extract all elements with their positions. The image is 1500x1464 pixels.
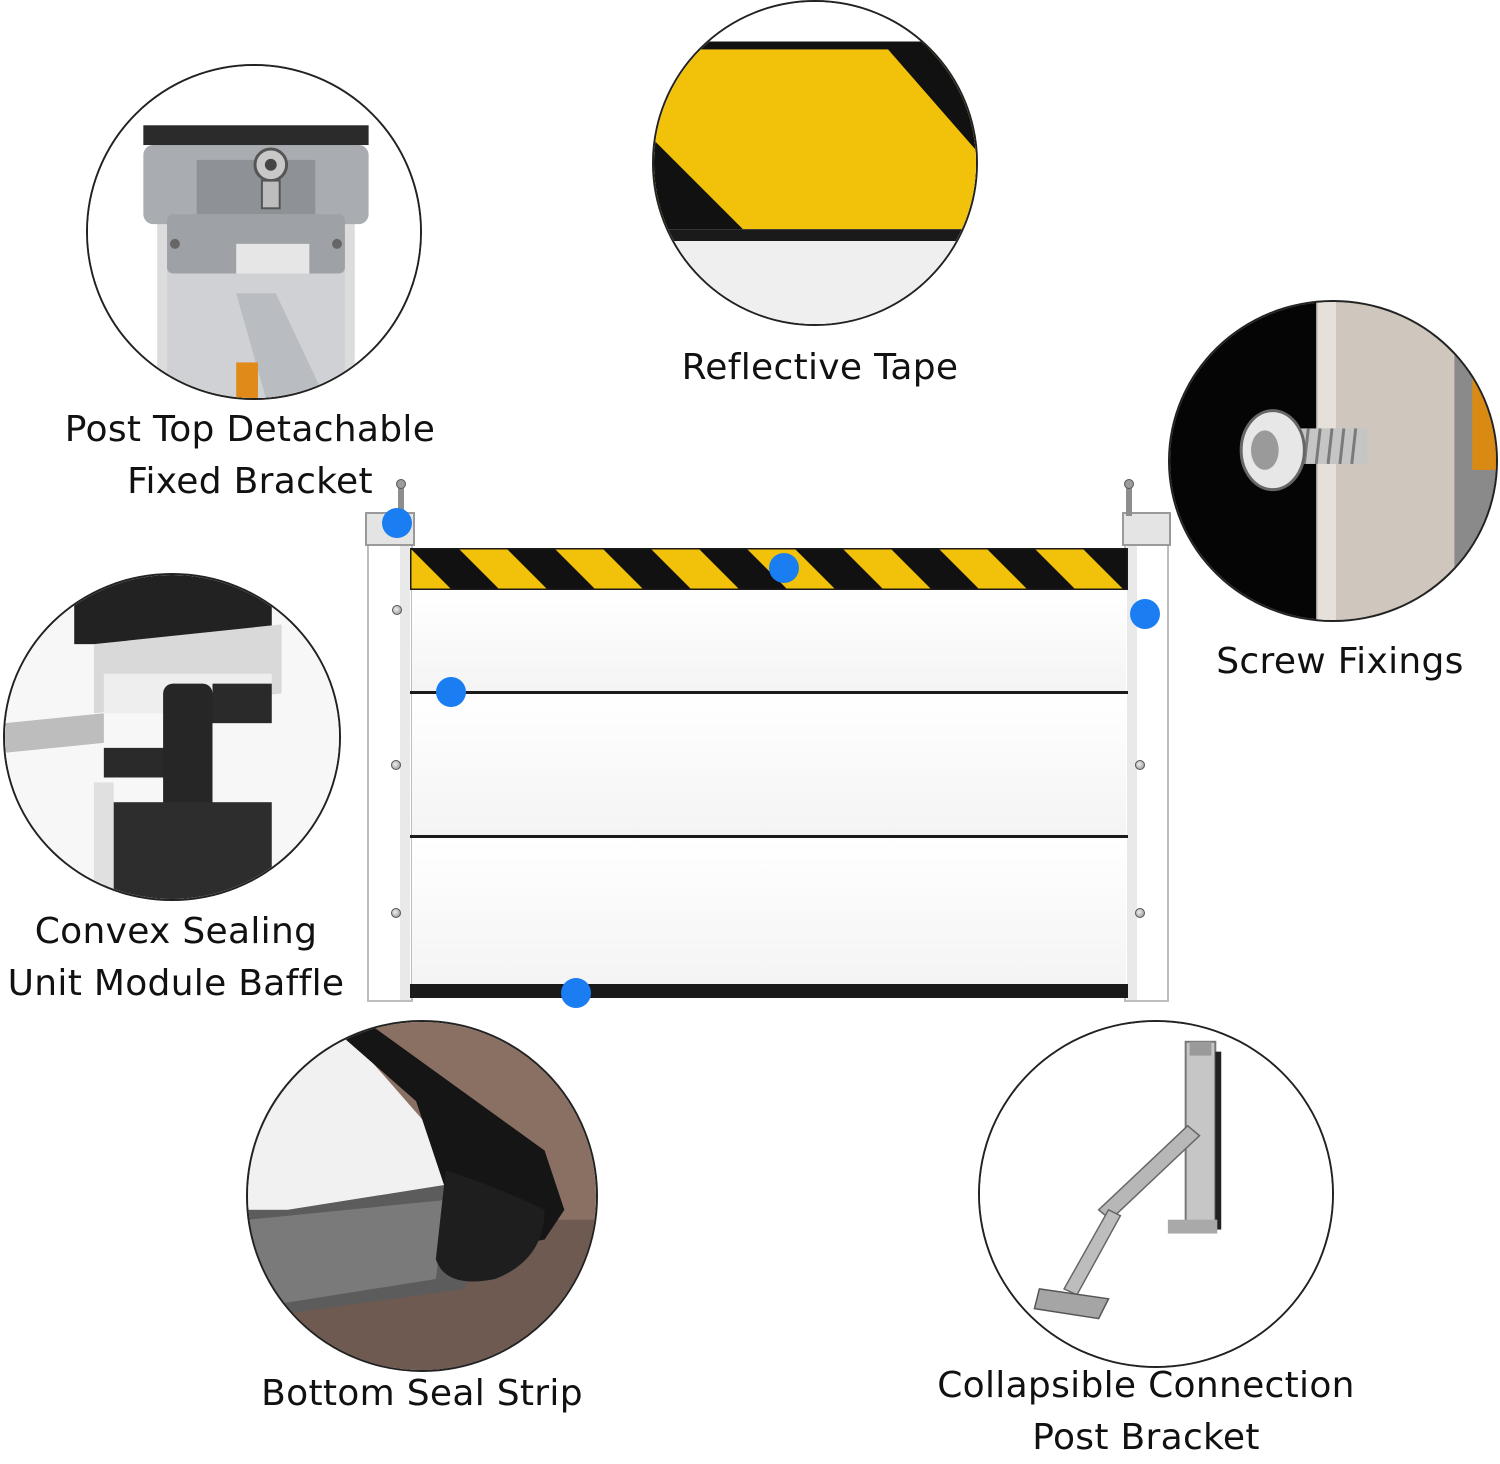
post-bracket-detail-icon [86, 64, 422, 400]
right-pin-head [1124, 479, 1134, 489]
marker-dot-screw [1130, 599, 1160, 629]
marker-dot-convex-seal [436, 677, 466, 707]
bottom-seal-detail-icon [246, 1020, 598, 1372]
panel-seam-1 [410, 691, 1128, 694]
screw-left-1 [392, 605, 402, 615]
convex-sealing-line2: Unit Module Baffle [7, 963, 345, 1004]
reflective-tape-line1: Reflective Tape [681, 347, 959, 388]
bottom-seal-band [410, 984, 1128, 998]
post-top-bracket-label: Post Top Detachable Fixed Bracket [40, 404, 460, 508]
screw-left-2 [391, 760, 401, 770]
marker-dot-bottom-seal [561, 978, 591, 1008]
screw-fixings-label: Screw Fixings [1150, 636, 1500, 688]
left-post-channel [400, 545, 410, 1000]
collapsible-bracket-line2: Post Bracket [1032, 1417, 1260, 1458]
screw-left-3 [391, 908, 401, 918]
bottom-seal-line1: Bottom Seal Strip [261, 1373, 583, 1414]
post-top-bracket-line1: Post Top Detachable [64, 409, 436, 450]
marker-dot-post-top [382, 508, 412, 538]
barrier-panel-2 [412, 694, 1126, 836]
right-post-channel [1127, 545, 1137, 1000]
reflective-tape-label: Reflective Tape [610, 342, 1030, 394]
barrier-panel-3 [412, 838, 1126, 984]
screw-right-2 [1135, 908, 1145, 918]
panel-seam-2 [410, 835, 1128, 838]
convex-sealing-line1: Convex Sealing [34, 911, 318, 952]
barrier-panel-1 [412, 590, 1126, 692]
post-top-bracket-line2: Fixed Bracket [127, 461, 373, 502]
marker-dot-reflective-tape [769, 553, 799, 583]
collapsible-bracket-label: Collapsible Connection Post Bracket [920, 1360, 1372, 1464]
screw-detail-icon [1168, 300, 1498, 622]
left-pin-head [396, 479, 406, 489]
convex-seal-detail-icon [3, 573, 341, 901]
bottom-seal-label: Bottom Seal Strip [212, 1368, 632, 1420]
screw-right-1 [1135, 760, 1145, 770]
right-pin [1126, 484, 1132, 516]
convex-sealing-label: Convex Sealing Unit Module Baffle [0, 906, 352, 1010]
folding-bracket-detail-icon [978, 1020, 1334, 1368]
collapsible-bracket-line1: Collapsible Connection [937, 1365, 1355, 1406]
reflective-tape-detail-icon [652, 0, 978, 326]
right-post-cap [1122, 512, 1171, 546]
screw-fixings-line1: Screw Fixings [1216, 641, 1464, 682]
left-pin [398, 484, 404, 516]
